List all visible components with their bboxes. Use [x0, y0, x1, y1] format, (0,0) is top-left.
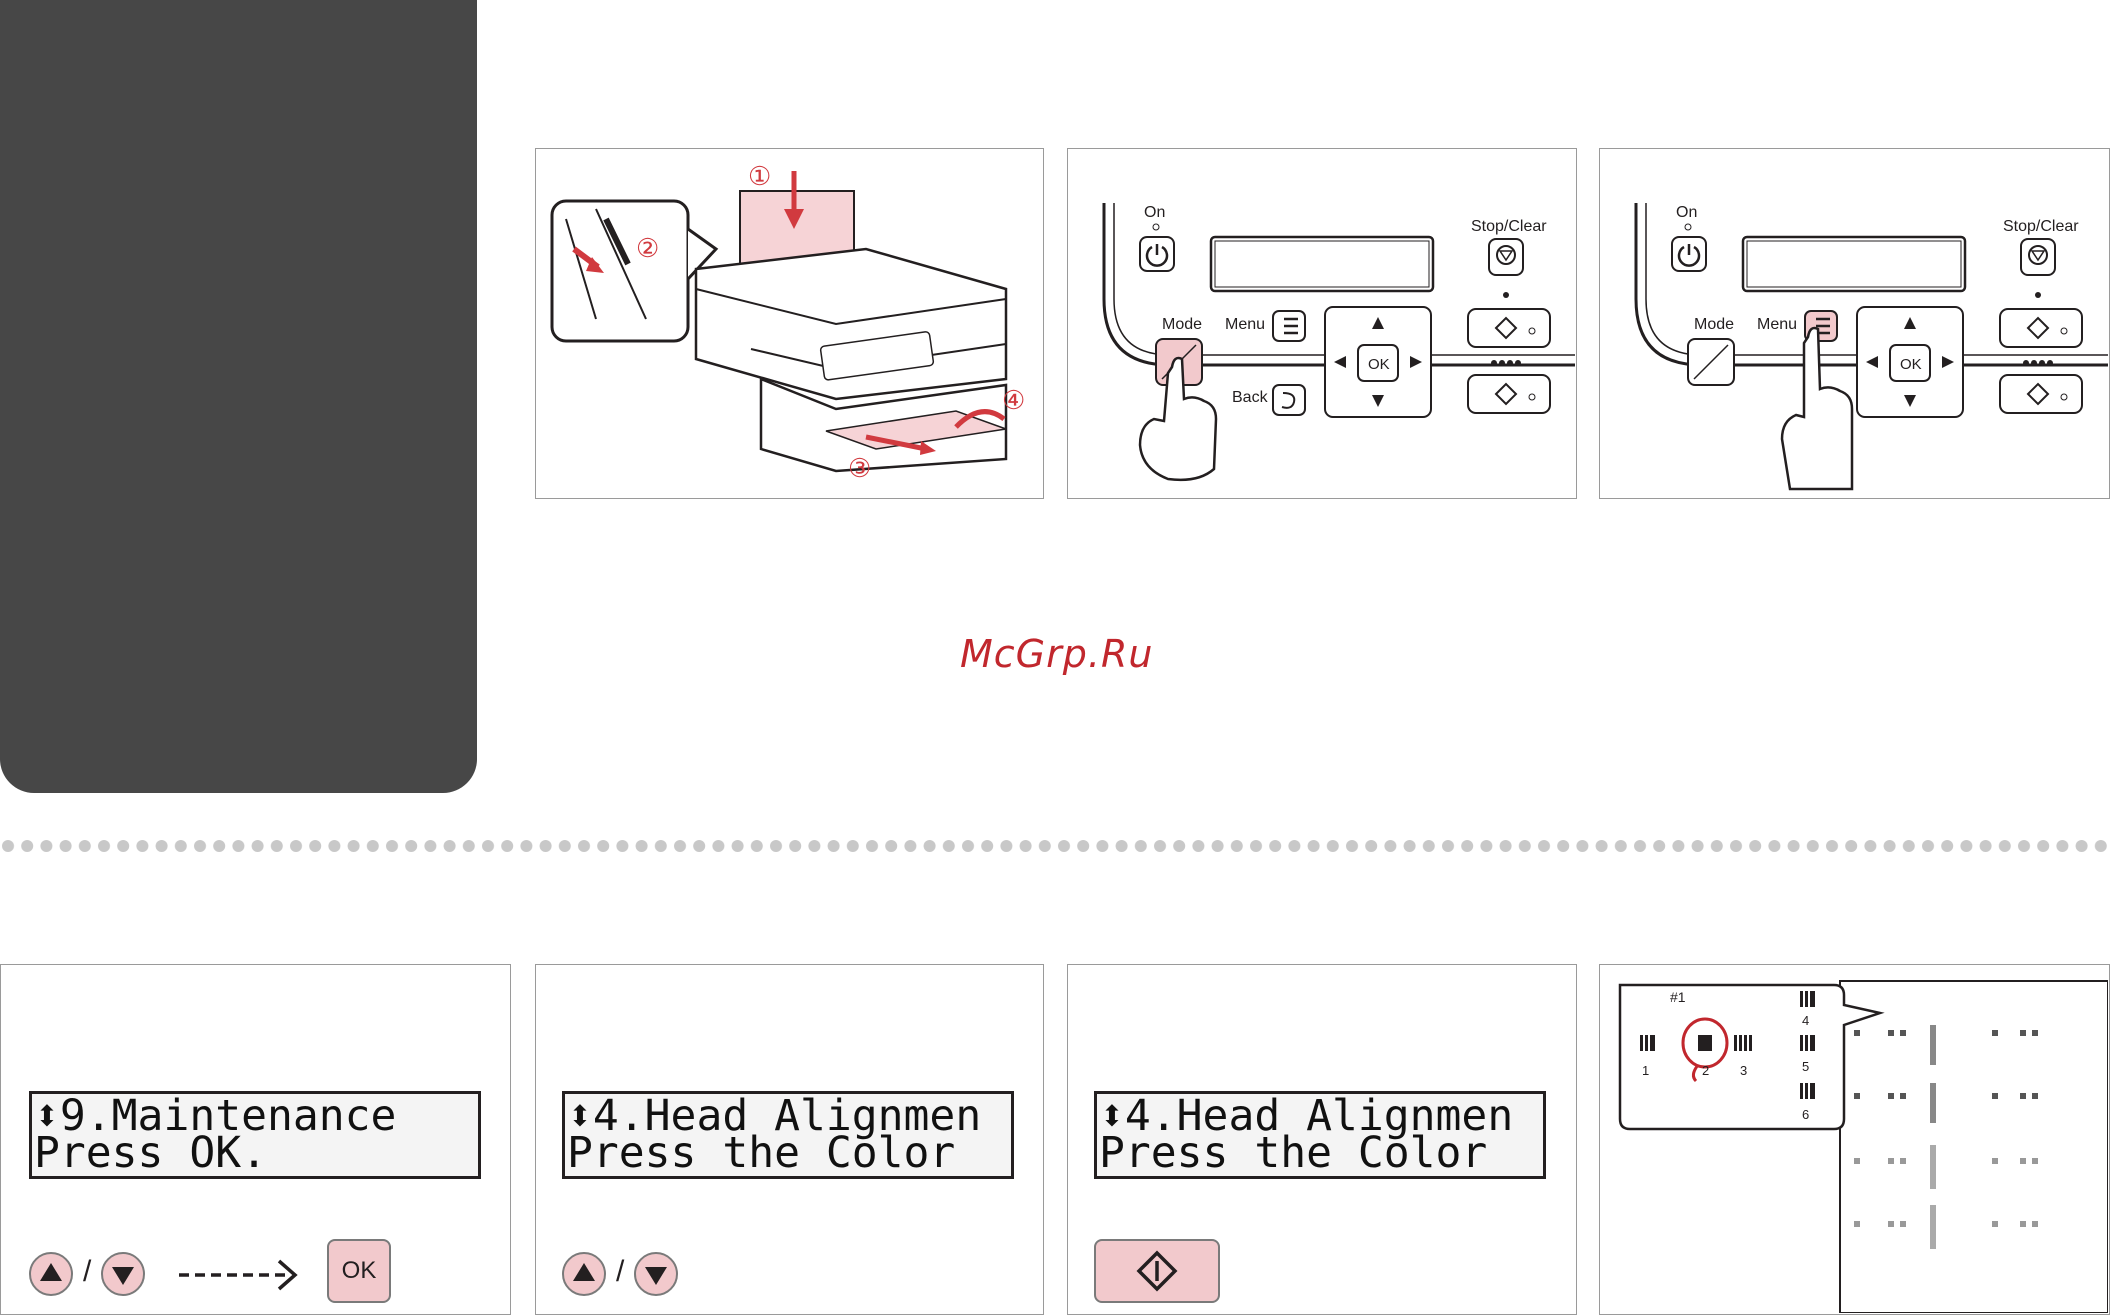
ok-button[interactable]: OK [327, 1239, 391, 1303]
ok-label: OK [1900, 356, 1922, 373]
on-label: On [1676, 204, 1697, 221]
ok-label: OK [1368, 356, 1390, 373]
control-panel-illustration: On Stop/Clear Mode Menu OK [1600, 149, 2108, 497]
pattern-number-4: 4 [1802, 1013, 1809, 1028]
lcd-screen: ⬍4.Head Alignmen Press the Color [1094, 1091, 1546, 1179]
control-panel-mode-panel: On Stop/Clear Mode Menu Back OK [1067, 148, 1577, 499]
control-panel-menu-panel: On Stop/Clear Mode Menu OK [1599, 148, 2110, 499]
pattern-number-1: 1 [1642, 1063, 1649, 1078]
watermark-text: McGrp.Ru [960, 632, 1153, 676]
or-slash: / [616, 1255, 624, 1289]
step-2-label: ② [636, 233, 659, 263]
pattern-number-3: 3 [1740, 1063, 1747, 1078]
stop-clear-button[interactable] [1489, 239, 1523, 275]
start-color-button[interactable] [1468, 375, 1550, 413]
pattern-number-5: 5 [1802, 1059, 1809, 1074]
start-diamond-icon [1096, 1241, 1218, 1301]
control-panel-illustration: On Stop/Clear Mode Menu Back OK [1068, 149, 1575, 497]
lcd-display [1743, 237, 1965, 291]
start-bw-button[interactable] [2000, 309, 2082, 347]
on-label: On [1144, 204, 1165, 221]
up-triangle-icon [31, 1254, 71, 1294]
lcd-line-2: Press the Color [567, 1128, 955, 1178]
stop-clear-button[interactable] [2021, 239, 2055, 275]
dashed-arrow-icon [177, 1255, 317, 1295]
zoom-callout [1620, 985, 1880, 1129]
color-start-button[interactable] [1094, 1239, 1220, 1303]
down-button[interactable] [634, 1252, 678, 1296]
step-3-label: ③ [848, 453, 871, 483]
mode-label: Mode [1694, 316, 1734, 333]
sidebar-panel [0, 0, 477, 793]
down-button[interactable] [101, 1252, 145, 1296]
stop-clear-label: Stop/Clear [2003, 218, 2079, 235]
pattern-sheet [1840, 981, 2108, 1313]
step-press-color-panel: ⬍4.Head Alignmen Press the Color [1067, 964, 1577, 1315]
back-label: Back [1232, 389, 1269, 406]
pattern-header: #1 [1670, 989, 1686, 1005]
pattern-number-6: 6 [1802, 1107, 1809, 1122]
step-head-alignment-panel: ⬍4.Head Alignmen Press the Color / [535, 964, 1044, 1315]
step-1-label: ① [748, 161, 771, 191]
alignment-pattern-illustration: #1 1 2 3 4 5 6 [1600, 965, 2108, 1313]
lcd-line-2: Press OK. [34, 1128, 267, 1178]
down-triangle-icon [103, 1254, 143, 1294]
lcd-screen: ⬍4.Head Alignmen Press the Color [562, 1091, 1014, 1179]
dotted-separator [0, 838, 2110, 854]
menu-label: Menu [1757, 316, 1797, 333]
pattern-number-2: 2 [1702, 1063, 1709, 1078]
up-triangle-icon [564, 1254, 604, 1294]
or-slash: / [83, 1255, 91, 1289]
printer-illustration: ① ② ③ ④ [536, 149, 1042, 497]
back-button[interactable] [1273, 385, 1305, 415]
lcd-line-2: Press the Color [1099, 1128, 1487, 1178]
stop-clear-label: Stop/Clear [1471, 218, 1547, 235]
hand-pointer-icon [1140, 358, 1216, 480]
step-4-label: ④ [1002, 385, 1025, 415]
up-button[interactable] [562, 1252, 606, 1296]
mode-label: Mode [1162, 316, 1202, 333]
printer-paper-panel: ① ② ③ ④ [535, 148, 1044, 499]
lcd-screen: ⬍9.Maintenance Press OK. [29, 1091, 481, 1179]
start-bw-button[interactable] [1468, 309, 1550, 347]
up-button[interactable] [29, 1252, 73, 1296]
lcd-display [1211, 237, 1433, 291]
hand-pointer-icon [1782, 328, 1852, 489]
down-triangle-icon [636, 1254, 676, 1294]
start-color-button[interactable] [2000, 375, 2082, 413]
step-maintenance-panel: ⬍9.Maintenance Press OK. / OK [0, 964, 511, 1315]
menu-label: Menu [1225, 316, 1265, 333]
alignment-pattern-panel: #1 1 2 3 4 5 6 [1599, 964, 2110, 1315]
